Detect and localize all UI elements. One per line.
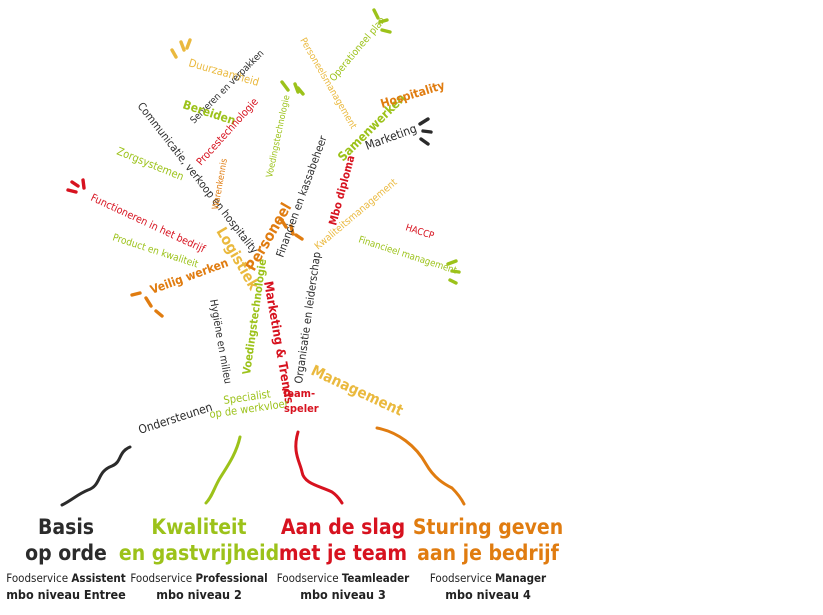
- label-financieel-management: Financieel management: [357, 234, 459, 276]
- column-role-name: Manager: [495, 571, 547, 585]
- label-teamspeler-line2: speler: [284, 402, 319, 415]
- root-orange: [375, 426, 466, 506]
- column-title-line1: Aan de slag: [281, 515, 405, 539]
- column-team: Aan de slag met je team Foodservice Team…: [277, 515, 410, 602]
- column-title-line2: en gastvrijheid: [119, 541, 279, 565]
- splash-yellow-top: [170, 38, 192, 59]
- label-teamspeler-line1: Team-: [282, 387, 315, 400]
- tree-labels: Duurzaamheid Serveren en verpakken Berei…: [89, 15, 459, 437]
- column-title-line1: Basis: [38, 515, 94, 539]
- column-title-line2: op orde: [25, 541, 107, 565]
- column-title-line2: aan je bedrijf: [417, 541, 560, 565]
- column-title-line1: Kwaliteit: [151, 515, 246, 539]
- splash-accents: [66, 8, 461, 318]
- column-role-prefix: Foodservice: [430, 571, 495, 585]
- column-role: Foodservice Teamleader: [277, 571, 410, 585]
- column-role-name: Professional: [195, 571, 267, 585]
- splash-orange-mid: [279, 217, 304, 241]
- label-hospitality: Hospitality: [379, 78, 447, 111]
- column-level: mbo niveau 2: [156, 587, 242, 602]
- label-operationeel-plan: Operationeel plan: [328, 15, 388, 84]
- splash-lime-mid: [280, 80, 305, 96]
- splash-black: [418, 117, 433, 146]
- column-role-name: Assistent: [71, 571, 125, 585]
- column-role-prefix: Foodservice: [130, 571, 195, 585]
- column-sturing: Sturing geven aan je bedrijf Foodservice…: [413, 515, 563, 602]
- splash-red: [66, 178, 86, 194]
- label-kwaliteitsmanagement: Kwaliteitsmanagement: [313, 177, 400, 252]
- column-basis: Basis op orde Foodservice Assistent mbo …: [6, 515, 126, 602]
- column-level: mbo niveau 4: [445, 587, 531, 602]
- column-role: Foodservice Assistent: [6, 571, 125, 585]
- root-lime: [204, 435, 242, 505]
- root-black: [60, 445, 132, 507]
- column-role-name: Teamleader: [342, 571, 410, 585]
- column-role-prefix: Foodservice: [6, 571, 71, 585]
- label-management: Management: [308, 361, 406, 420]
- splash-orange-left: [130, 291, 164, 318]
- root-red: [294, 430, 344, 505]
- column-title-line2: met je team: [279, 541, 407, 565]
- column-role: Foodservice Manager: [430, 571, 547, 585]
- label-haccp: HACCP: [404, 222, 435, 241]
- label-ondersteunen: Ondersteunen: [137, 400, 215, 437]
- column-role-prefix: Foodservice: [277, 571, 342, 585]
- column-level: mbo niveau Entree: [6, 587, 126, 602]
- label-hygiene: Hygiëne en milieu: [207, 298, 234, 384]
- column-level: mbo niveau 3: [300, 587, 386, 602]
- label-voedingstechnologie-top: Voedingstechnologie: [265, 94, 292, 178]
- roots: [60, 426, 466, 507]
- column-kwaliteit: Kwaliteit en gastvrijheid Foodservice Pr…: [119, 515, 279, 602]
- label-warenkennis: Warenkennis: [211, 158, 230, 211]
- column-title-line1: Sturing geven: [413, 515, 563, 539]
- column-role: Foodservice Professional: [130, 571, 267, 585]
- splash-lime-top: [372, 8, 392, 34]
- splash-lime-right: [446, 259, 461, 285]
